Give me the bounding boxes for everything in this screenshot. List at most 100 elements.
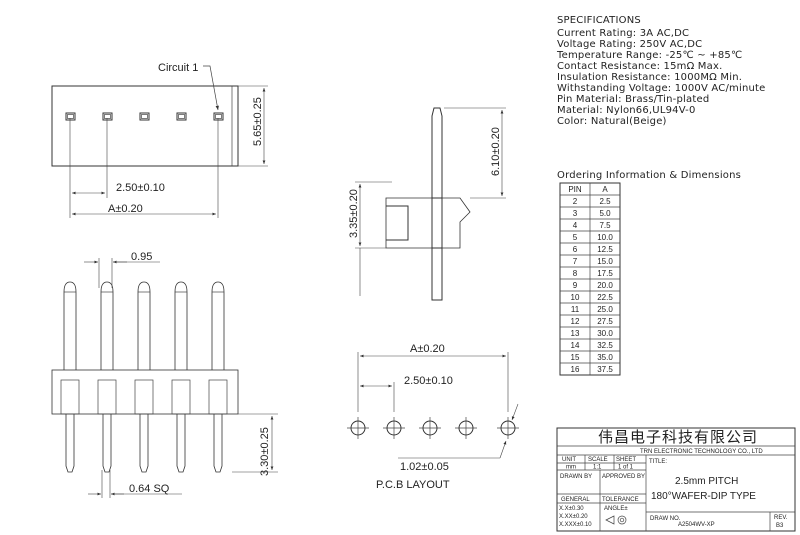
pcb-a-dimension: A±0.20 bbox=[410, 343, 445, 355]
title-line-1: 2.5mm PITCH bbox=[675, 476, 738, 487]
table-cell-pin: 2 bbox=[573, 197, 578, 206]
unit-label: UNIT bbox=[562, 457, 576, 463]
table-cell-a: 37.5 bbox=[597, 365, 613, 374]
spec-line: Withstanding Voltage: 1000V AC/minute bbox=[557, 83, 766, 94]
table-cell-a: 15.0 bbox=[597, 257, 613, 266]
pcb-hole-arrow bbox=[511, 403, 519, 421]
table-cell-a: 32.5 bbox=[597, 341, 613, 350]
top-view-slots bbox=[65, 112, 224, 121]
top-slot-inner bbox=[141, 114, 148, 119]
table-cell-pin: 6 bbox=[573, 245, 578, 254]
front-view: 0.95 0.64 SQ 3.30±0.25 bbox=[51, 251, 278, 498]
table-cell-a: 25.0 bbox=[597, 305, 613, 314]
side-view-pin bbox=[431, 107, 443, 301]
tolerance-label: TOLERANCE bbox=[602, 497, 639, 503]
projection-symbol-icon bbox=[605, 515, 627, 525]
pin-sq-dimension: 0.64 SQ bbox=[129, 483, 170, 495]
table-header: PIN bbox=[568, 185, 582, 194]
spec-line: Color: Natural(Beige) bbox=[557, 116, 667, 127]
table-cell-pin: 15 bbox=[571, 353, 580, 362]
table-cell-pin: 7 bbox=[573, 257, 578, 266]
tolerance-2: X.XX±0.20 bbox=[559, 514, 588, 520]
table-cell-pin: 10 bbox=[571, 293, 580, 302]
table-cell-a: 2.5 bbox=[599, 197, 611, 206]
table-cell-pin: 13 bbox=[571, 329, 580, 338]
height-top-dimension: 5.65±0.25 bbox=[252, 97, 264, 146]
table-cell-a: 17.5 bbox=[597, 269, 613, 278]
front-view-pins bbox=[63, 281, 225, 473]
top-slot bbox=[213, 112, 224, 121]
front-view-housing bbox=[51, 369, 239, 415]
general-label: GENERAL bbox=[561, 497, 590, 503]
spec-line: Contact Resistance: 15mΩ Max. bbox=[557, 61, 722, 72]
pin-width-dimension: 0.95 bbox=[131, 251, 152, 263]
front-slot bbox=[97, 379, 117, 415]
table-cell-a: 27.5 bbox=[597, 317, 613, 326]
pitch-top-dimension: 2.50±0.10 bbox=[116, 182, 165, 194]
table-cell-a: 35.0 bbox=[597, 353, 613, 362]
top-view: Circuit 1 5.65±0.25 2.50±0.10 A±0.20 bbox=[51, 62, 268, 218]
draw-no-value: A2504WV-XP bbox=[678, 522, 715, 528]
table-cell-pin: 8 bbox=[573, 269, 578, 278]
top-slot-inner bbox=[178, 114, 185, 119]
ordering-heading: Ordering Information & Dimensions bbox=[557, 170, 741, 181]
title-label: TITLE: bbox=[649, 459, 667, 465]
circuit-1-leader bbox=[203, 65, 219, 111]
side-view-step bbox=[386, 205, 409, 241]
company-name-en: TRN ELECTRONIC TECHNOLOGY CO., LTD bbox=[640, 449, 763, 455]
drawn-by-label: DRAWN BY bbox=[560, 474, 592, 480]
approved-by-label: APPROVED BY bbox=[602, 474, 645, 480]
draw-no-label: DRAW NO. bbox=[650, 516, 681, 522]
rev-value: B3 bbox=[776, 523, 784, 529]
top-view-housing bbox=[51, 85, 239, 167]
pcb-hole-dimension: 1.02±0.05 bbox=[400, 461, 449, 473]
rev-label: REV. bbox=[774, 515, 788, 521]
front-pin-tail bbox=[213, 414, 223, 473]
spec-line: Voltage Rating: 250V AC,DC bbox=[557, 39, 702, 50]
table-cell-pin: 14 bbox=[571, 341, 580, 350]
tolerance-3: X.XXX±0.10 bbox=[559, 522, 592, 528]
front-slot bbox=[134, 379, 154, 415]
specifications-heading: SPECIFICATIONS bbox=[557, 15, 641, 26]
top-slot bbox=[139, 112, 150, 121]
table-cell-a: 12.5 bbox=[597, 245, 613, 254]
scale-value: 1:1 bbox=[593, 465, 602, 471]
pcb-holes bbox=[347, 417, 519, 439]
pcb-layout: A±0.20 2.50±0.10 1.02±0.05 P.C.B LAYOUT bbox=[347, 343, 519, 491]
side-body-dimension: 3.35±0.20 bbox=[348, 189, 360, 238]
spec-line: Current Rating: 3A AC,DC bbox=[557, 28, 689, 39]
front-pin-upper bbox=[137, 281, 151, 370]
table-cell-a: 22.5 bbox=[597, 293, 613, 302]
table-cell-pin: 3 bbox=[573, 209, 578, 218]
table-cell-a: 10.0 bbox=[597, 233, 613, 242]
table-header: A bbox=[602, 185, 608, 194]
table-cell-pin: 4 bbox=[573, 221, 578, 230]
table-cell-pin: 11 bbox=[571, 305, 580, 314]
front-pin-upper bbox=[211, 281, 225, 370]
top-slot-inner bbox=[104, 114, 111, 119]
front-slot bbox=[171, 379, 191, 415]
front-pin-tail bbox=[102, 414, 112, 473]
top-slot-inner bbox=[67, 114, 74, 119]
circuit-1-label: Circuit 1 bbox=[158, 62, 198, 74]
top-slot bbox=[65, 112, 76, 121]
front-pin-upper bbox=[100, 281, 114, 370]
top-slot bbox=[102, 112, 113, 121]
title-block-frame bbox=[556, 427, 796, 532]
table-cell-a: 7.5 bbox=[599, 221, 611, 230]
table-cell-a: 20.0 bbox=[597, 281, 613, 290]
tolerance-1: X.X±0.30 bbox=[559, 506, 584, 512]
pcb-layout-label: P.C.B LAYOUT bbox=[376, 479, 450, 491]
a-top-dimension: A±0.20 bbox=[108, 203, 143, 215]
front-pin-upper bbox=[63, 281, 77, 370]
front-view-slots bbox=[60, 379, 228, 415]
table-cell-pin: 16 bbox=[571, 365, 580, 374]
angle-label: ANGLE± bbox=[604, 506, 628, 512]
table-cell-a: 30.0 bbox=[597, 329, 613, 338]
title-block: 伟昌电子科技有限公司 TRN ELECTRONIC TECHNOLOGY CO.… bbox=[556, 427, 796, 532]
title-line-2: 180°WAFER-DIP TYPE bbox=[651, 491, 756, 502]
